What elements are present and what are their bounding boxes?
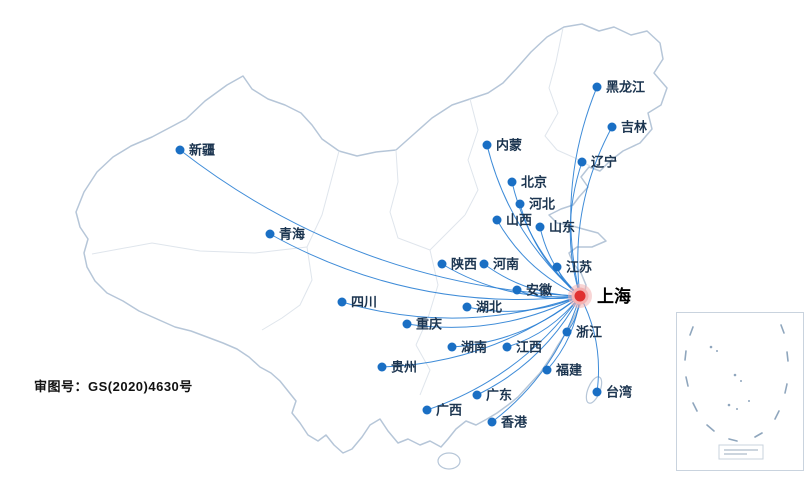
province-dot [462,302,472,312]
province-dot [515,199,525,209]
flight-line [577,126,613,297]
province-dot [337,297,347,307]
south-china-sea-inset-map [684,324,789,460]
flight-line [441,263,581,298]
hub-label: 上海 [597,286,631,306]
flight-line [381,295,581,368]
china-outline [75,23,668,454]
province-label: 河南 [493,257,519,272]
province-dot [487,417,497,427]
province-label: 新疆 [189,143,215,158]
province-label: 青海 [279,227,305,242]
province-label: 山东 [549,220,575,235]
province-label: 福建 [555,363,582,378]
province-dot [552,262,562,272]
province-label: 重庆 [416,317,442,332]
flight-line [269,233,581,300]
province-dot [422,405,432,415]
flight-line [569,161,583,297]
hub-dot [574,290,586,302]
province-label: 浙江 [576,325,602,340]
province-label: 黑龙江 [606,80,645,95]
province-label: 安徽 [526,283,553,298]
map-approval-number: 审图号：GS(2020)4630号 [34,379,193,394]
province-dot [577,157,587,167]
flight-line [476,295,581,396]
south-china-sea-inset [676,312,804,471]
province-dot [535,222,545,232]
province-dot [479,259,489,269]
province-label: 广东 [486,388,512,403]
flight-line [341,295,581,319]
province-label: 内蒙 [496,138,522,153]
province-dots [175,82,617,427]
hub-marker-shanghai: 上海 [568,284,631,308]
province-dot [507,177,517,187]
province-dot [402,319,412,329]
flight-line [466,295,581,312]
province-label: 四川 [351,295,377,310]
province-label: 吉林 [621,120,647,135]
flight-line [426,295,581,411]
inset-scale-box [718,444,764,460]
province-dot [542,365,552,375]
province-dot [472,390,482,400]
province-dot [512,285,522,295]
province-label: 贵州 [391,360,417,375]
province-dot [447,342,457,352]
province-label: 台湾 [606,385,632,400]
province-label: 北京 [521,175,547,190]
province-label: 香港 [500,415,528,430]
province-dot [562,327,572,337]
nine-dash-line [684,324,789,442]
province-label: 湖南 [461,340,487,355]
inset-islands [709,345,750,410]
province-borders [91,27,591,396]
province-label: 山西 [506,213,532,228]
flight-line [570,86,598,297]
province-dot [437,259,447,269]
province-label: 江苏 [566,260,592,275]
hainan-island [437,452,461,470]
province-label: 湖北 [476,300,502,315]
flight-line [496,219,581,297]
province-label: 陕西 [451,257,477,272]
province-dot [592,387,602,397]
province-dot [377,362,387,372]
province-dot [265,229,275,239]
province-dot [502,342,512,352]
province-label: 广西 [436,403,462,418]
province-dot [592,82,602,92]
province-dot [492,215,502,225]
province-label: 河北 [529,197,555,212]
province-dot [175,145,185,155]
province-label: 江西 [516,340,542,355]
province-label: 辽宁 [591,155,617,170]
flight-line [406,295,581,328]
province-dot [607,122,617,132]
province-dot [482,140,492,150]
